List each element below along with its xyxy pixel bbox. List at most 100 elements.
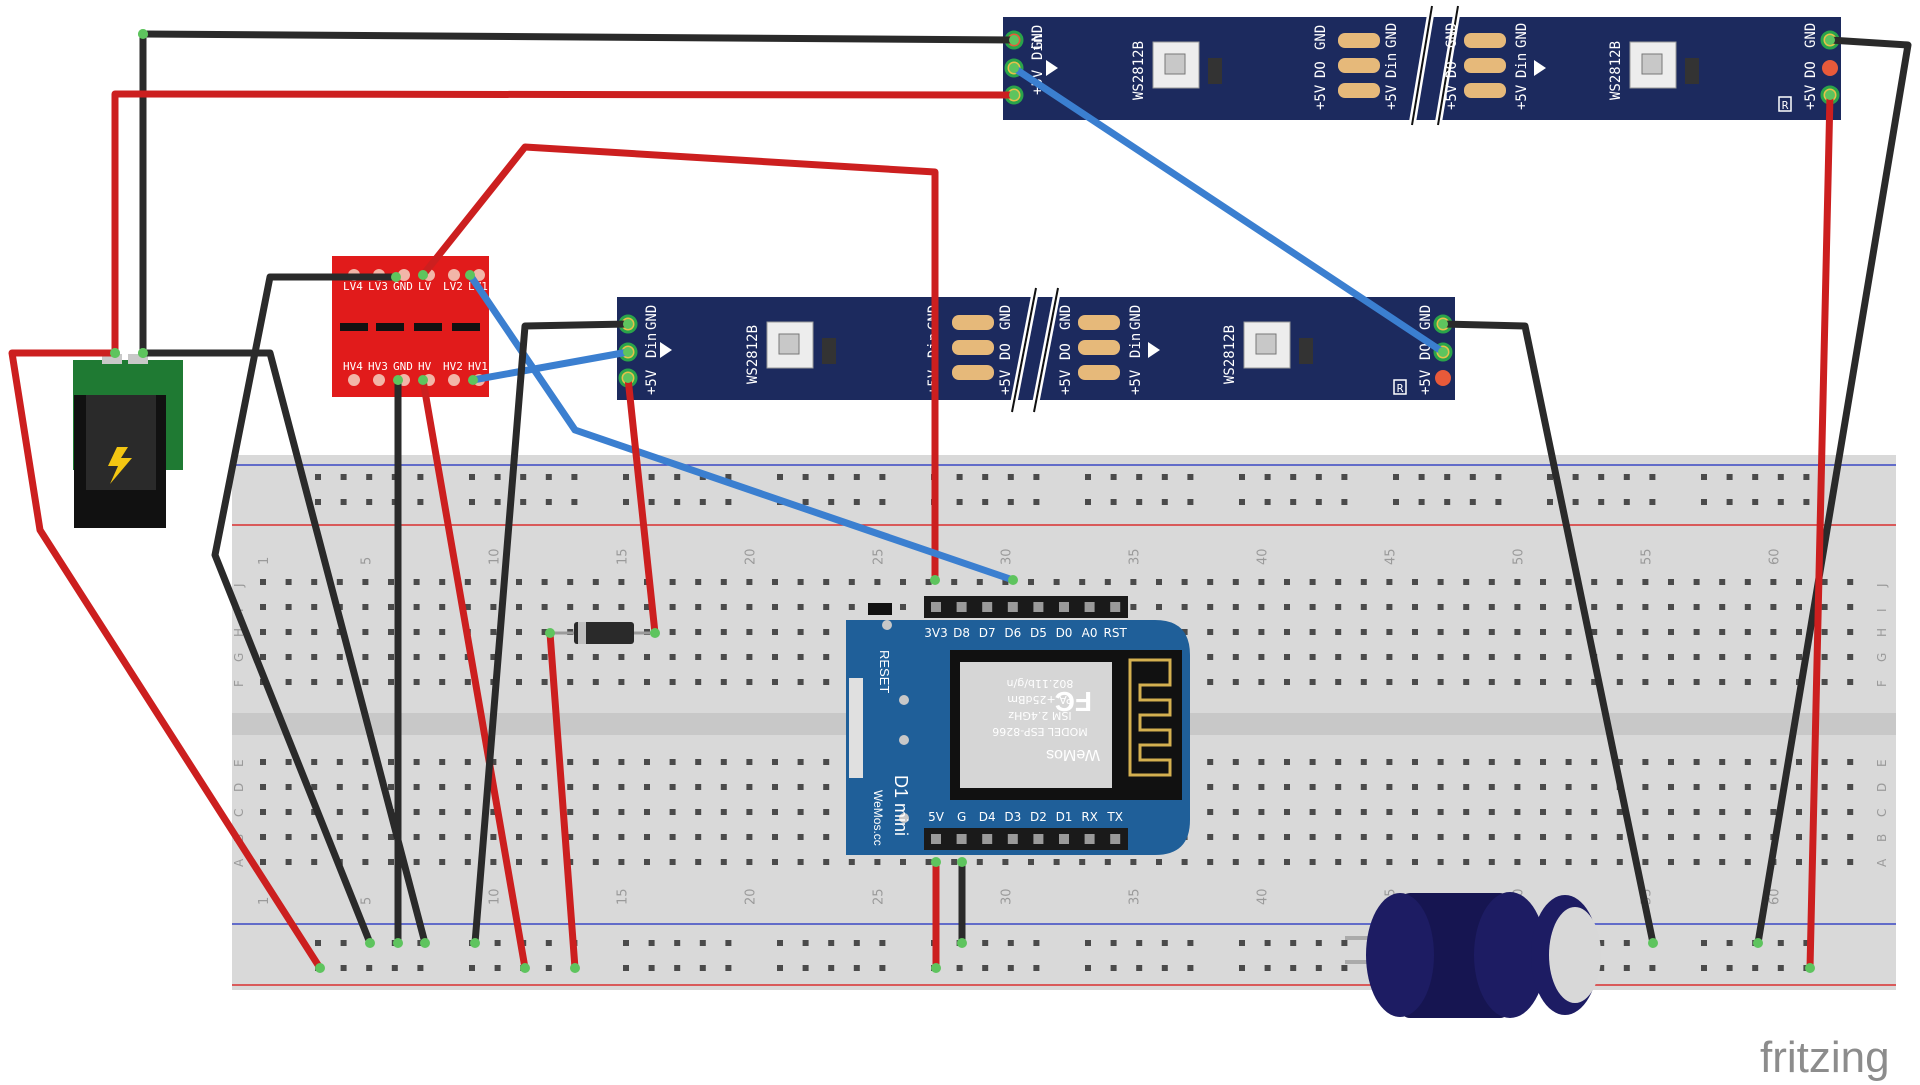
breadboard-rail-hole	[828, 499, 835, 505]
breadboard-hole	[1514, 809, 1521, 815]
breadboard-hole	[464, 859, 471, 865]
breadboard-rail-hole	[674, 474, 681, 480]
strip-top-label-din: Din	[1030, 35, 1046, 60]
strip-lower-label-gnd-in: GND	[644, 305, 660, 330]
breadboard-rail-hole	[879, 499, 886, 505]
breadboard-hole	[1335, 579, 1342, 585]
breadboard-hole	[644, 834, 650, 840]
breadboard-hole	[388, 654, 394, 660]
strip-top-label-5v-mid2: +5V	[1384, 84, 1400, 110]
strip-top-label-gnd-out: GND	[1803, 23, 1819, 48]
breadboard-hole	[1591, 809, 1598, 815]
breadboard-hole	[1821, 579, 1828, 585]
breadboard-rail-hole	[982, 474, 989, 480]
breadboard-hole	[1488, 809, 1495, 815]
breadboard-hole	[1028, 579, 1034, 585]
wire-endpoint	[418, 375, 428, 385]
breadboard-hole	[797, 859, 804, 865]
strip-top-chip-1: WS2812B	[1131, 41, 1147, 100]
breadboard-hole	[1693, 809, 1700, 815]
breadboard-hole	[1258, 579, 1265, 585]
wire-endpoint	[1438, 347, 1448, 357]
breadboard-hole	[1847, 834, 1854, 840]
breadboard-rail-hole	[1239, 965, 1245, 971]
breadboard-hole	[1437, 834, 1444, 840]
breadboard-rail-hole	[1085, 499, 1091, 505]
breadboard-hole	[1207, 784, 1214, 790]
breadboard-hole	[490, 834, 497, 840]
breadboard-hole	[464, 604, 471, 610]
electrolytic-capacitor	[1345, 892, 1601, 1018]
wire-gnd-to-rail-a	[139, 349, 429, 947]
breadboard-hole	[1284, 834, 1290, 840]
breadboard-hole	[1360, 809, 1367, 815]
breadboard-hole	[848, 579, 855, 585]
wire-endpoint	[957, 857, 967, 867]
breadboard-rail-hole	[725, 940, 732, 946]
breadboard-hole	[951, 859, 958, 865]
breadboard-hole	[1693, 654, 1700, 660]
breadboard-hole	[1693, 859, 1700, 865]
breadboard-hole	[362, 784, 369, 790]
breadboard-hole	[1821, 809, 1828, 815]
breadboard-hole	[1232, 809, 1239, 815]
breadboard-hole	[490, 809, 497, 815]
breadboard-hole	[695, 759, 702, 765]
breadboard-hole	[1642, 834, 1649, 840]
breadboard-hole	[464, 579, 471, 585]
d1-top-pin-label: D5	[1030, 626, 1047, 640]
breadboard-hole	[746, 759, 753, 765]
breadboard-hole	[464, 759, 471, 765]
breadboard-hole	[1540, 679, 1546, 685]
breadboard-hole	[1488, 759, 1495, 765]
breadboard-hole	[823, 654, 830, 660]
breadboard-hole	[1719, 579, 1726, 585]
breadboard-hole	[1719, 629, 1726, 635]
breadboard-rail-hole	[469, 474, 475, 480]
breadboard-hole	[1488, 679, 1495, 685]
breadboard-hole	[388, 604, 394, 610]
breadboard-hole	[1565, 809, 1572, 815]
breadboard-row-letter-right: B	[1875, 834, 1889, 842]
breadboard-rail-hole	[1393, 474, 1399, 480]
strip-lower-label-gnd-out: GND	[1418, 305, 1434, 330]
wire-endpoint	[931, 963, 941, 973]
breadboard-hole	[1284, 784, 1290, 790]
breadboard-hole	[1642, 809, 1649, 815]
breadboard-rail-hole	[1341, 499, 1348, 505]
breadboard-hole	[1821, 784, 1828, 790]
strip-top-label-do-mid1: DO	[1313, 61, 1329, 78]
breadboard-rail-hole	[623, 499, 629, 505]
breadboard-hole	[413, 604, 420, 610]
breadboard-hole	[1616, 809, 1623, 815]
breadboard-rail-hole	[1136, 499, 1143, 505]
breadboard-hole	[1284, 679, 1290, 685]
breadboard-hole	[823, 629, 830, 635]
breadboard-hole	[1360, 834, 1367, 840]
d1-top-pin-label: D6	[1004, 626, 1021, 640]
breadboard-hole	[1412, 579, 1418, 585]
breadboard-hole	[1002, 579, 1009, 585]
breadboard-hole	[1719, 759, 1726, 765]
breadboard-column-number-bottom: 40	[1255, 888, 1270, 905]
wire-endpoint	[468, 375, 478, 385]
breadboard-hole	[669, 679, 676, 685]
d1-bottom-pin-label: G	[957, 810, 966, 824]
breadboard-hole	[516, 654, 522, 660]
breadboard-hole	[1463, 579, 1470, 585]
breadboard-hole	[413, 834, 420, 840]
strip-lower-chip-1: WS2812B	[745, 325, 761, 384]
breadboard-hole	[541, 654, 548, 660]
breadboard-hole	[823, 834, 830, 840]
breadboard-hole	[823, 859, 830, 865]
breadboard-hole	[1514, 759, 1521, 765]
wire-endpoint	[650, 628, 660, 638]
breadboard-hole	[1514, 604, 1521, 610]
breadboard-hole	[823, 784, 830, 790]
wire-strip-lower-gnd	[471, 320, 632, 947]
level-shifter-bottom-label: GND	[393, 360, 413, 373]
led-strip-lower: R +5V Din GND WS2812B +5V Din GND +5V DO…	[617, 287, 1455, 413]
breadboard-hole	[772, 834, 778, 840]
breadboard-hole	[1668, 784, 1674, 790]
